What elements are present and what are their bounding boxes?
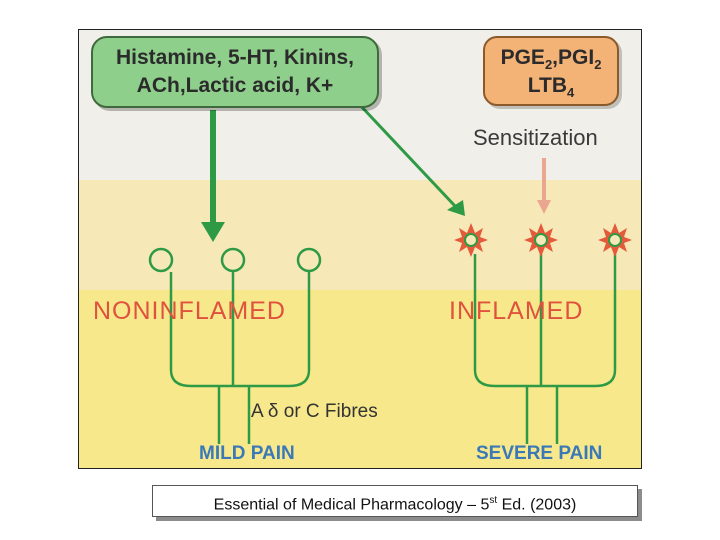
sensitized-ending-1 <box>454 223 488 257</box>
prostaglandins-line-1: PGE2,PGI2 <box>500 46 602 73</box>
arrow-diagonal-head <box>447 200 465 216</box>
background-band-light <box>79 180 641 290</box>
sensitized-ending-3 <box>598 223 632 257</box>
noninflamed-label: NONINFLAMED <box>93 297 286 325</box>
sensitization-label: Sensitization <box>473 125 598 150</box>
mediators-box: Histamine, 5-HT, Kinins, ACh,Lactic acid… <box>91 36 379 108</box>
arrow-sensitization-head <box>537 200 551 214</box>
prostaglandins-line-2: LTB4 <box>527 74 575 101</box>
arrow-diagonal-stem <box>357 102 457 208</box>
mediators-line-2: ACh,Lactic acid, K+ <box>136 74 334 97</box>
receptor-ending-2 <box>220 247 246 273</box>
arrow-left-head <box>201 222 225 242</box>
citation-caption: Essential of Medical Pharmacology – 5st … <box>152 485 638 517</box>
inflamed-nerve-tree <box>473 254 617 444</box>
sensitized-ending-2 <box>524 223 558 257</box>
prostaglandins-box: PGE2,PGI2 LTB4 <box>483 36 619 106</box>
noninflamed-nerve-tree <box>169 272 311 444</box>
receptor-ending-3 <box>296 247 322 273</box>
fibres-label: A δ or C Fibres <box>251 401 378 422</box>
receptor-ending-1 <box>148 247 174 273</box>
severe-pain-label: SEVERE PAIN <box>476 443 603 464</box>
mild-pain-label: MILD PAIN <box>199 443 295 464</box>
mediators-line-1: Histamine, 5-HT, Kinins, <box>115 46 355 69</box>
pain-diagram: Histamine, 5-HT, Kinins, ACh,Lactic acid… <box>78 29 642 469</box>
inflamed-label: INFLAMED <box>449 297 584 325</box>
